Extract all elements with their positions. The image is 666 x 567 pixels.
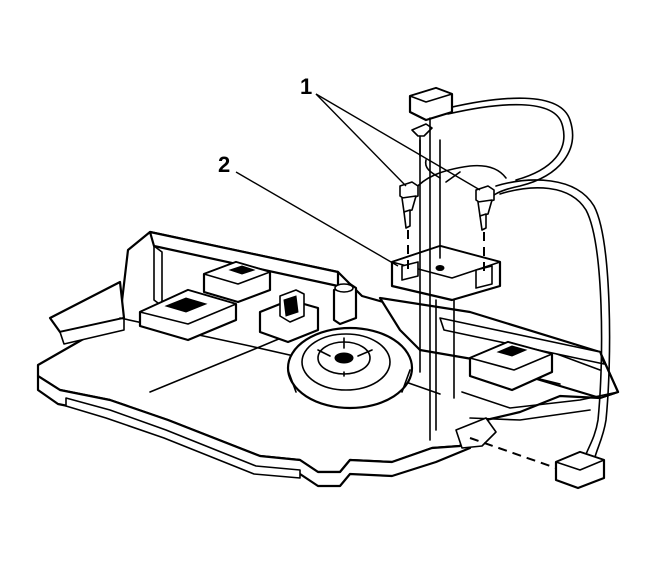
module-block-left bbox=[138, 288, 238, 342]
callout-1: 1 bbox=[300, 74, 312, 99]
push-pin-fastener-left bbox=[399, 181, 419, 229]
connector-top bbox=[408, 86, 454, 122]
wiring-harness bbox=[413, 97, 611, 469]
cylinder-component bbox=[332, 282, 358, 326]
right-module bbox=[468, 340, 554, 392]
push-pin-fastener-right bbox=[475, 185, 495, 231]
callout-2: 2 bbox=[218, 152, 230, 177]
module-block-center bbox=[202, 260, 272, 304]
alignment-lines bbox=[407, 117, 557, 469]
callout-leaders bbox=[235, 93, 481, 267]
speaker-assembly bbox=[286, 326, 414, 410]
connector-bottom-right bbox=[554, 450, 606, 490]
bracket-component bbox=[258, 289, 320, 344]
control-module bbox=[390, 244, 502, 302]
